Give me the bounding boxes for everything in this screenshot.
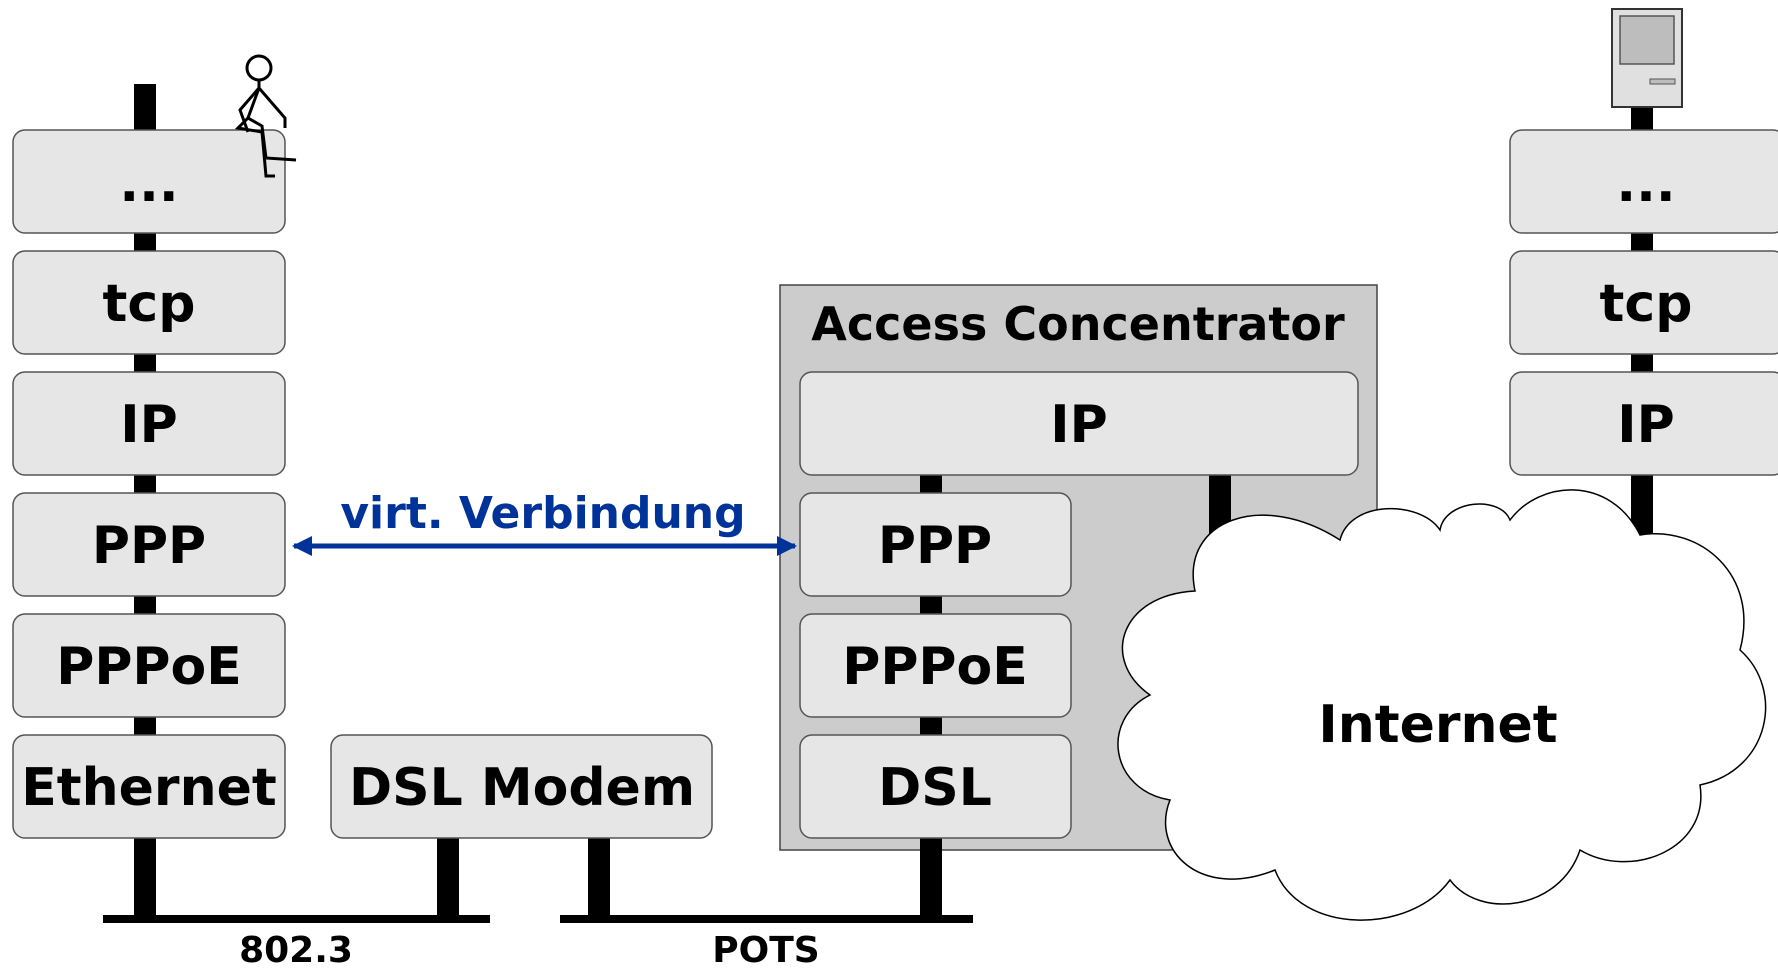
ethernet-link-label: 802.3 [239,930,353,966]
server-layer-ip: IP [1509,371,1778,476]
client-layer-ppp: PPP [12,492,286,597]
svg-text:PPPoE: PPPoE [842,637,1028,697]
computer-icon [1611,8,1683,108]
client-layer-ellipsis: ... [12,129,286,234]
virtual-connection: virt. Verbindung [292,488,797,556]
server-layer-ellipsis: ... [1509,129,1778,234]
internet-label: Internet [1318,695,1557,755]
modem-ethernet-bar [437,835,459,922]
svg-text:PPP: PPP [92,516,206,576]
concentrator-layer-dsl: DSL [799,734,1072,839]
client-layer-tcp: tcp [12,250,286,355]
pots-wire [560,915,973,923]
client-layer-pppoe: PPPoE [12,613,286,718]
svg-text:IP: IP [1617,395,1674,455]
svg-text:Ethernet: Ethernet [21,758,276,818]
svg-text:IP: IP [120,395,177,455]
concentrator-layer-ip: IP [799,371,1359,476]
dsl-modem-label: DSL Modem [349,758,695,818]
internet-cloud: Internet [1117,489,1767,921]
svg-text:...: ... [119,154,178,214]
server-layer-tcp: tcp [1509,250,1778,355]
svg-text:DSL: DSL [878,758,992,818]
client-stack: ... tcp IP PPP PPPoE Ethernet [12,129,286,839]
client-layer-ip: IP [12,371,286,476]
server-stack: ... tcp IP [1509,129,1778,476]
modem-pots-bar [588,835,610,922]
pots-link-label: POTS [712,930,819,966]
ethernet-wire [103,915,490,923]
dsl-modem-box: DSL Modem [330,734,713,839]
svg-text:tcp: tcp [1600,274,1693,334]
svg-text:...: ... [1616,154,1675,214]
stick-figure-icon [234,54,297,178]
concentrator-layer-ppp: PPP [799,492,1072,597]
concentrator-layer-pppoe: PPPoE [799,613,1072,718]
access-concentrator-title: Access Concentrator [811,297,1345,351]
virtual-connection-label: virt. Verbindung [340,488,745,539]
svg-text:PPP: PPP [878,516,992,576]
svg-text:tcp: tcp [103,274,196,334]
svg-text:IP: IP [1050,395,1107,455]
client-layer-ethernet: Ethernet [12,734,286,839]
svg-text:PPPoE: PPPoE [56,637,242,697]
